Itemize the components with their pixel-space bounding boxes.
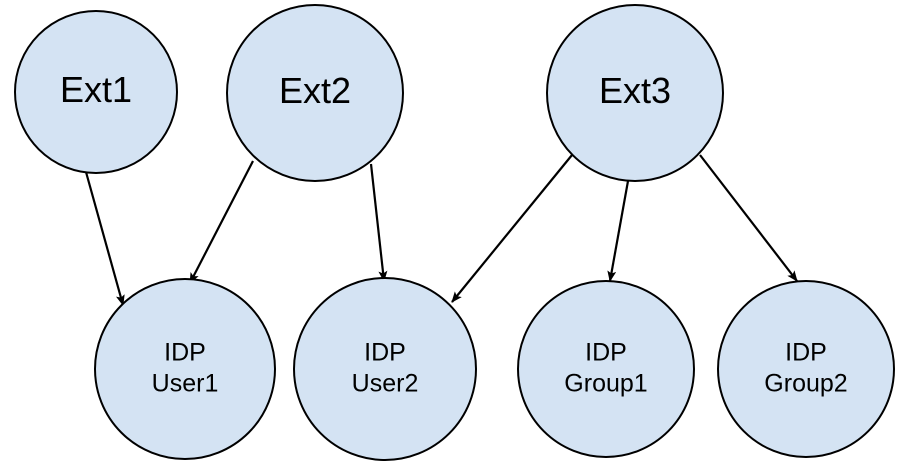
node-shape[interactable]	[94, 278, 276, 460]
node-shape[interactable]	[546, 4, 724, 182]
node-shape[interactable]	[226, 4, 404, 182]
node-shape[interactable]	[293, 277, 477, 461]
node-shape[interactable]	[517, 280, 695, 458]
edge-line[interactable]	[699, 154, 798, 282]
edge-ext2-to-user1[interactable]	[189, 160, 254, 284]
node-ext1[interactable]: Ext1	[14, 10, 178, 174]
node-ext3[interactable]: Ext3	[546, 4, 724, 182]
edge-ext1-to-user1[interactable]	[84, 171, 125, 306]
edge-ext3-to-group1[interactable]	[607, 180, 630, 282]
node-shape[interactable]	[717, 280, 895, 458]
node-ext2[interactable]: Ext2	[226, 4, 404, 182]
edge-ext3-to-group2[interactable]	[699, 154, 798, 282]
edges-layer	[84, 154, 798, 306]
edge-ext3-to-user2[interactable]	[451, 154, 573, 303]
node-shape[interactable]	[14, 10, 178, 174]
edge-line[interactable]	[369, 163, 388, 282]
edge-line[interactable]	[607, 180, 630, 282]
edge-ext2-to-user2[interactable]	[369, 163, 388, 282]
edge-line[interactable]	[84, 171, 125, 306]
edge-line[interactable]	[189, 160, 254, 284]
edge-line[interactable]	[451, 154, 573, 303]
